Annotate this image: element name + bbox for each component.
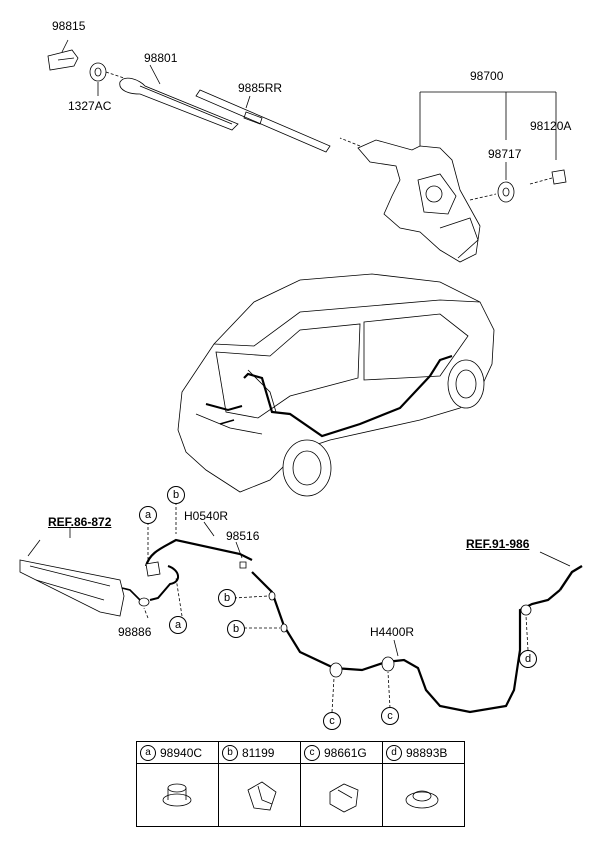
label-h4400r: H4400R [370, 625, 415, 639]
hose-h0540r [144, 538, 253, 567]
hose-h4400r [251, 571, 561, 714]
legend-image-d [382, 763, 465, 827]
legend-part-c: 98661G [324, 745, 367, 760]
callout-d: d [519, 650, 537, 668]
label-98801: 98801 [144, 51, 178, 65]
ref-label-right: REF.91-986 [466, 537, 530, 551]
wiper-blade-part [195, 89, 331, 153]
callout-b-lower: b [227, 620, 245, 638]
callout-c-right: c [381, 707, 399, 725]
label-98700: 98700 [470, 69, 504, 83]
legend-cell-d: d 98893B [382, 741, 465, 764]
nut-part [89, 62, 107, 96]
legend-image-b [218, 763, 301, 827]
legend-cell-b: b 81199 [218, 741, 301, 764]
label-1327ac: 1327AC [68, 99, 112, 113]
callout-a-top: a [139, 506, 157, 524]
legend-letter-b: b [222, 744, 238, 761]
legend-letter-c: c [304, 744, 320, 761]
label-98815: 98815 [52, 19, 86, 33]
legend-part-a: 98940C [160, 745, 203, 760]
legend-image-c [300, 763, 383, 827]
grommet-part [469, 181, 515, 203]
callout-b-middle: b [218, 589, 236, 607]
wiper-motor-part [339, 137, 481, 263]
legend-part-d: 98893B [406, 745, 448, 760]
legend-letter-a: a [140, 744, 156, 761]
label-98516: 98516 [226, 529, 260, 543]
callout-b-top: b [167, 486, 185, 504]
wiper-cap-part [47, 39, 79, 71]
washer-nozzle-assembly [19, 539, 125, 617]
cap-part [529, 169, 567, 185]
legend-image-a [136, 763, 219, 827]
legend-cell-a: a 98940C [136, 741, 219, 764]
wiper-arm-part [119, 64, 239, 131]
label-h0540r: H0540R [184, 509, 229, 523]
legend-letter-d: d [386, 744, 402, 761]
parts-legend-table: a 98940C b 81199 c 98661G d 98893B [136, 741, 465, 827]
label-98120a: 98120A [530, 119, 572, 133]
legend-cell-c: c 98661G [300, 741, 383, 764]
car-body [177, 273, 495, 497]
label-9885rr: 9885RR [238, 81, 283, 95]
washer-hose-on-car [243, 354, 453, 438]
callout-a-bottom: a [169, 616, 187, 634]
ref-label-left: REF.86-872 [48, 515, 112, 529]
legend-part-b: 81199 [242, 745, 275, 760]
callout-c-left: c [323, 712, 341, 730]
label-98886: 98886 [118, 625, 152, 639]
label-98717: 98717 [488, 147, 522, 161]
